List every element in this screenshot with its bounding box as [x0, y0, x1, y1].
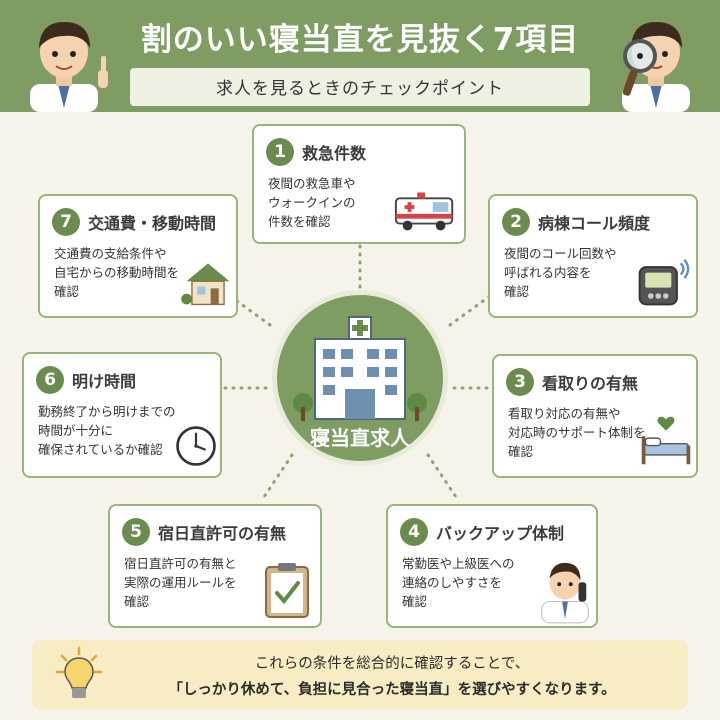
card-title: 交通費・移動時間	[88, 214, 217, 233]
subtitle-band	[130, 68, 590, 106]
card-title: 救急件数	[302, 144, 367, 163]
card-title: 看取りの有無	[542, 374, 639, 393]
card-number: 7	[52, 208, 80, 236]
card-body: 夜間の救急車や ウォークインの 件数を確認	[268, 176, 356, 229]
center-label: 寝当直求人	[310, 426, 410, 450]
bed-heart-icon	[641, 416, 691, 465]
card-body: 勤務終了から明けまでの 時間が十分に 確保されているか確認	[38, 404, 176, 457]
card-body: 交通費の支給条件や 自宅からの移動時間を 確認	[54, 246, 180, 299]
summary-footer: これらの条件を総合的に確認することで、 「しっかり休めて、負担に見合った寝当直」…	[32, 640, 688, 710]
card-title: 明け時間	[72, 372, 137, 391]
card-number: 5	[122, 518, 150, 546]
center-hospital-badge	[272, 290, 448, 466]
checkpoint-card-5: 5 宿日直許可の有無 宿日直許可の有無と 実際の運用ルールを 確認	[108, 504, 322, 628]
card-title: 宿日直許可の有無	[158, 524, 287, 543]
checkpoint-card-3: 3 看取りの有無 看取り対応の有無や 対応時のサポート体制を 確認	[492, 354, 698, 478]
card-number: 3	[506, 368, 534, 396]
card-number: 2	[502, 208, 530, 236]
page-subtitle: 求人を見るときのチェックポイント	[216, 79, 504, 99]
card-title: バックアップ体制	[436, 524, 565, 543]
checkpoint-card-7: 7 交通費・移動時間 交通費の支給条件や 自宅からの移動時間を 確認	[38, 194, 238, 318]
card-title: 病棟コール頻度	[538, 214, 651, 233]
hospital-icon	[293, 316, 427, 421]
footer-line-2: 「しっかり休めて、負担に見合った寝当直」を選びやすくなります。	[168, 682, 616, 698]
card-body: 常勤医や上級医への 連絡のしやすさを 確認	[402, 556, 515, 609]
checkpoint-card-6: 6 明け時間 勤務終了から明けまでの 時間が十分に 確保されているか確認	[22, 352, 222, 478]
doctor-magnifier-icon	[622, 22, 690, 112]
lightbulb-icon	[55, 646, 103, 698]
card-number: 6	[36, 366, 64, 394]
card-number: 4	[400, 518, 428, 546]
pager-icon	[638, 258, 690, 306]
card-body: 宿日直許可の有無と 実際の運用ルールを 確認	[124, 556, 237, 609]
clipboard-check-icon	[265, 563, 309, 618]
card-number: 1	[266, 138, 294, 166]
page-title: 割のいい寝当直を見抜く7項目	[140, 22, 580, 58]
clock-icon	[176, 426, 216, 466]
ambulance-icon	[394, 192, 454, 231]
card-body: 夜間のコール回数や 呼ばれる内容を 確認	[504, 246, 617, 299]
footer-line-1: これらの条件を総合的に確認することで、	[254, 656, 530, 672]
checkpoint-card-1: 1 救急件数 夜間の救急車や ウォークインの 件数を確認	[252, 124, 466, 244]
house-icon	[181, 263, 230, 306]
checkpoint-card-4: 4 バックアップ体制 常勤医や上級医への 連絡のしやすさを 確認	[386, 504, 598, 628]
card-body: 看取り対応の有無や 対応時のサポート体制を 確認	[508, 406, 646, 459]
doctor-pointing-icon	[30, 22, 108, 112]
checkpoint-card-2: 2 病棟コール頻度 夜間のコール回数や 呼ばれる内容を 確認	[488, 194, 698, 318]
doctor-phone-icon	[541, 562, 589, 624]
